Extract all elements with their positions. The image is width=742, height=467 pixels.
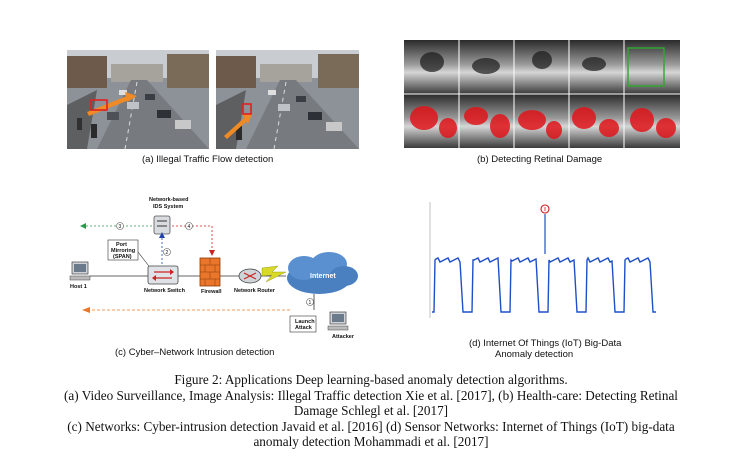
panel-b-caption: (b) Detecting Retinal Damage xyxy=(477,154,603,165)
panel-c-caption: (c) Cyber–Network Intrusion detection xyxy=(115,347,275,358)
network-switch-icon xyxy=(147,265,179,285)
figure-caption-line5: anomaly detection Mohammadi et al. [2017… xyxy=(253,434,489,449)
network-intrusion-diagram: Network-based IDS System 3 4 2 Port Mirr… xyxy=(69,197,358,340)
attacker-computer-icon xyxy=(327,311,349,331)
anomaly-marker xyxy=(540,204,550,254)
traffic-photo-left xyxy=(67,50,209,149)
step-1: 1 xyxy=(309,300,312,306)
panel-d-caption-line2: Anomaly detection xyxy=(495,349,574,360)
figure-caption-line3: Damage Schlegl et al. [2017] xyxy=(293,403,449,418)
port-label-3: (SPAN) xyxy=(113,254,132,260)
port-label-1: Port xyxy=(116,242,127,248)
iot-signal-plot xyxy=(429,202,656,318)
ids-label-line2: IDS System xyxy=(153,204,183,210)
attacker-label: Attacker xyxy=(332,334,355,340)
internet-label: Internet xyxy=(310,273,336,280)
launch-label-1: Launch xyxy=(295,319,315,325)
figure-caption: Figure 2: Applications Deep learning-bas… xyxy=(0,372,742,450)
port-label-2: Mirroring xyxy=(111,248,135,254)
traffic-photo-right xyxy=(216,50,359,149)
network-router-icon xyxy=(238,268,262,284)
retina-scan-image xyxy=(404,40,680,148)
ids-label-line1: Network-based xyxy=(149,197,188,203)
switch-label: Network Switch xyxy=(144,288,186,294)
signal-path xyxy=(432,256,656,313)
figure-caption-line4: (c) Networks: Cyber-intrusion detection … xyxy=(67,418,675,434)
panel-a-caption: (a) Illegal Traffic Flow detection xyxy=(142,154,274,165)
launch-label-2: Attack xyxy=(295,325,313,331)
step-4: 4 xyxy=(188,224,191,230)
step-3: 3 xyxy=(119,224,122,230)
host-computer-icon xyxy=(69,261,91,281)
figure-caption-line1: Figure 2: Applications Deep learning-bas… xyxy=(174,372,568,387)
traffic-arrow xyxy=(87,96,129,116)
figure-caption-line2: (a) Video Surveillance, Image Analysis: … xyxy=(64,387,678,403)
step-2: 2 xyxy=(166,250,169,256)
firewall-label: Firewall xyxy=(201,289,222,295)
detection-box xyxy=(90,99,108,111)
ids-server-icon xyxy=(153,215,171,235)
firewall-icon xyxy=(199,257,221,287)
host-label: Host 1 xyxy=(70,284,87,290)
iot-signal-trace xyxy=(432,256,656,313)
internet-cloud-icon xyxy=(287,252,358,294)
router-label: Network Router xyxy=(234,288,276,294)
panel-d-caption-line1: (d) Internet Of Things (IoT) Big-Data xyxy=(469,338,622,349)
